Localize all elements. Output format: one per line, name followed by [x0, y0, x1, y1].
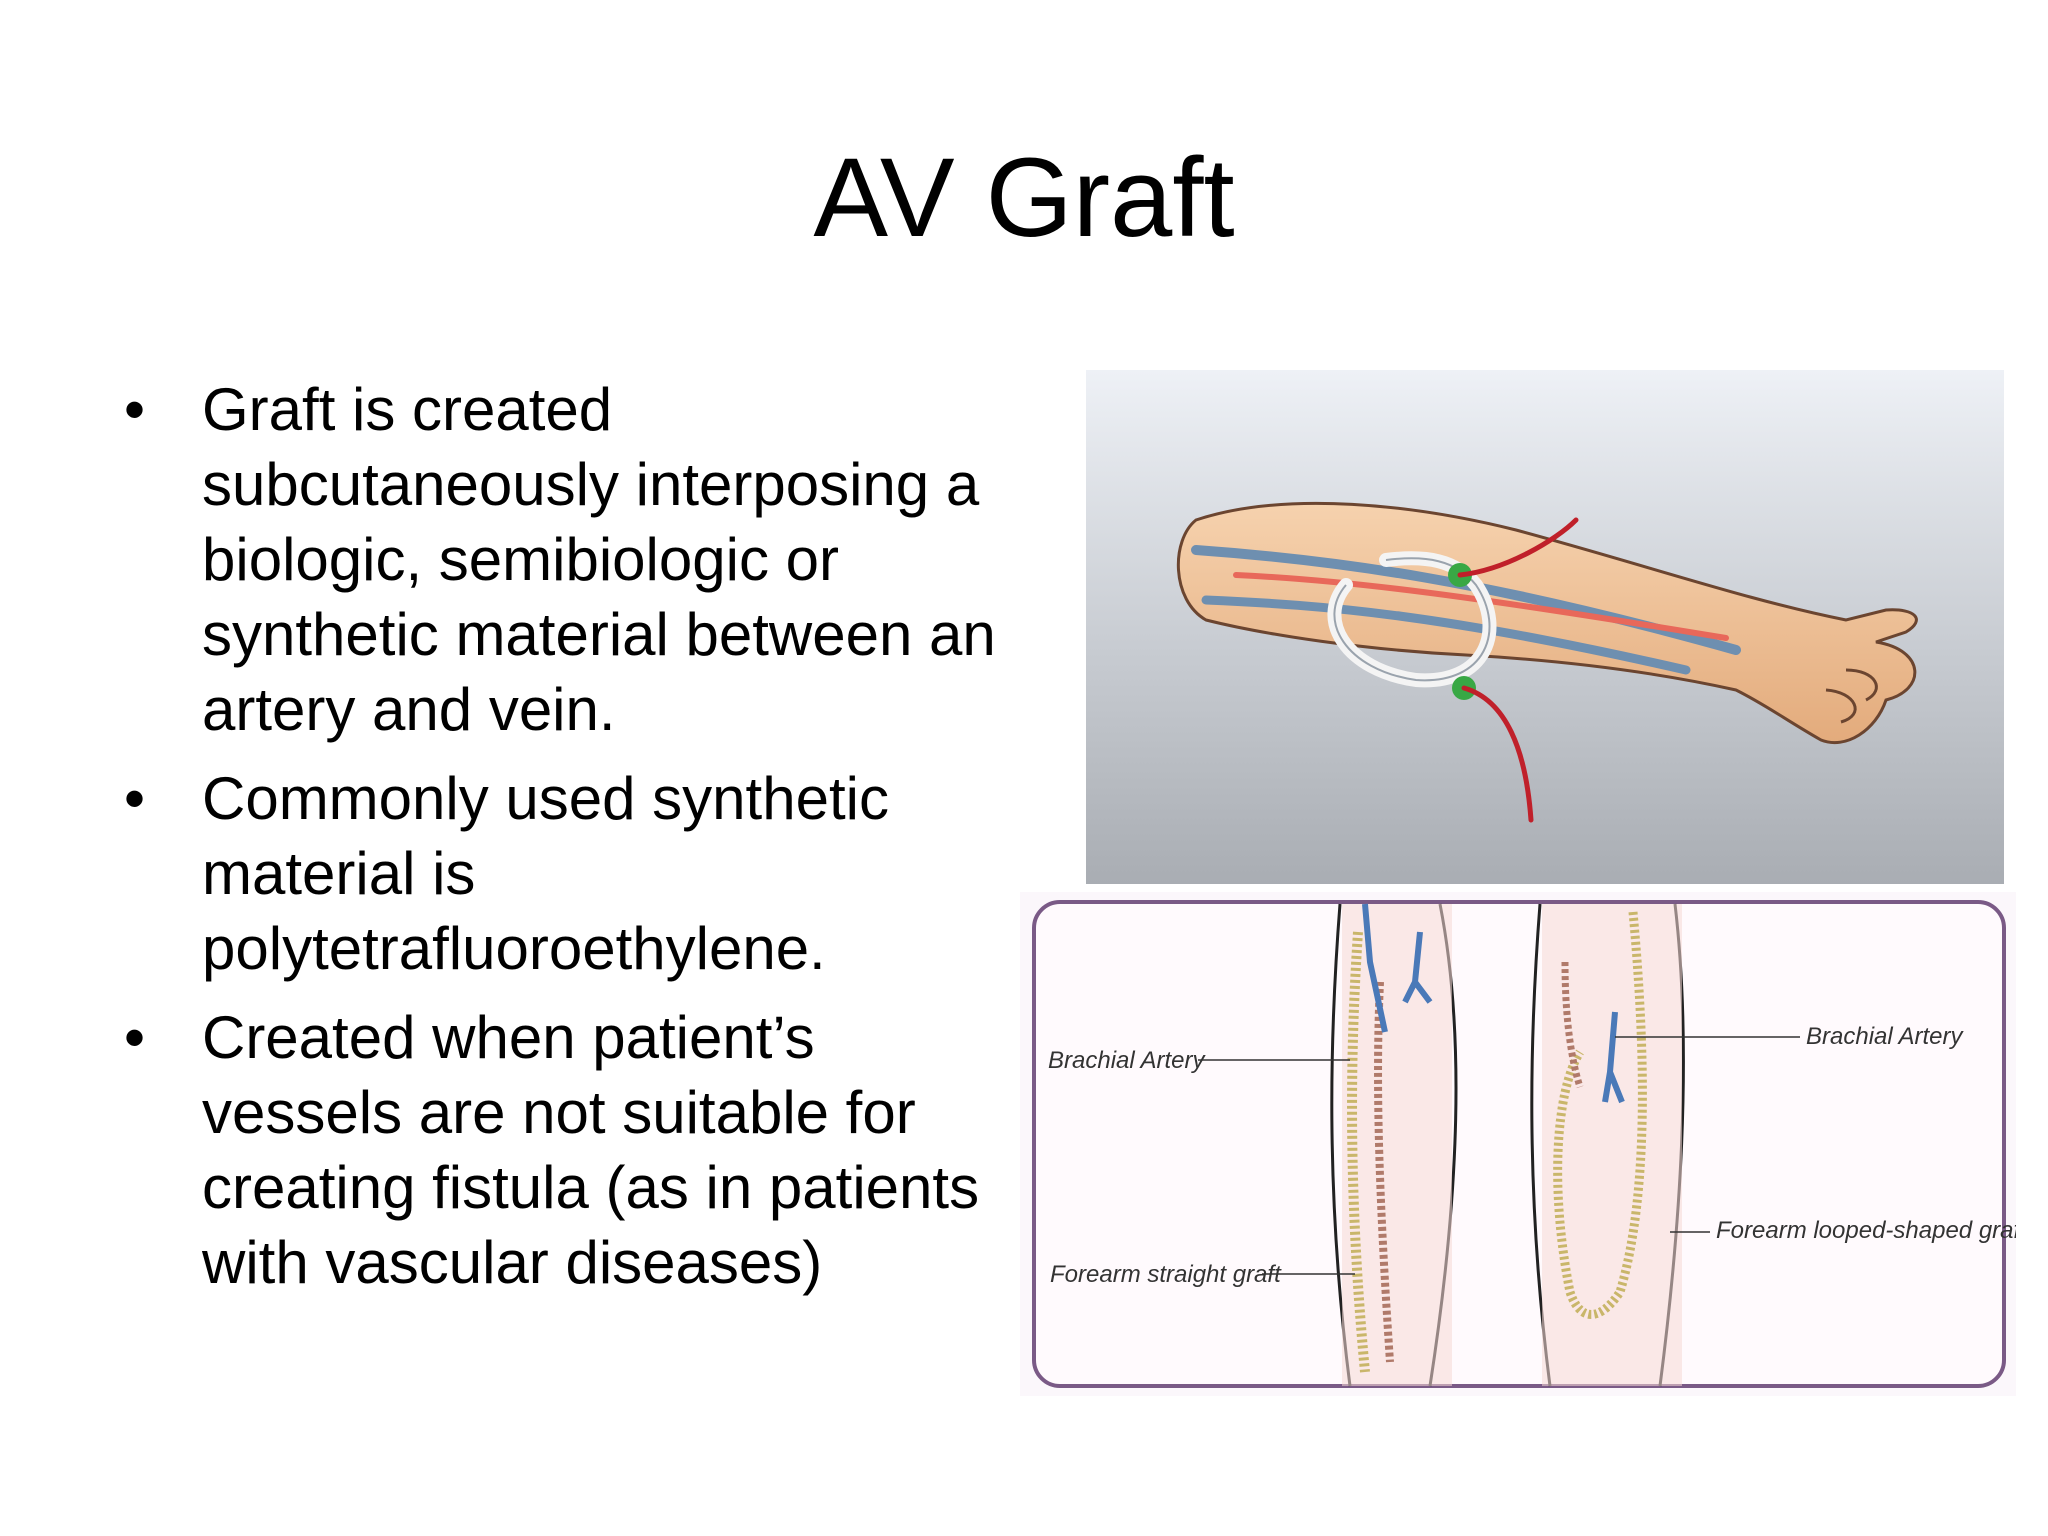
- bullet-text: Commonly used synthetic material is poly…: [202, 765, 889, 982]
- bullet-item: • Graft is created subcutaneously interpo…: [120, 372, 1000, 747]
- bullet-item: • Commonly used synthetic material is pol…: [120, 761, 1000, 986]
- forearm-graft-diagram: Brachial Artery Forearm straight graft B…: [1020, 892, 2016, 1396]
- bullet-text: Created when patient’s vessels are not s…: [202, 1004, 980, 1296]
- label-brachial-artery-right: Brachial Artery: [1806, 1023, 1964, 1050]
- label-forearm-straight-graft: Forearm straight graft: [1050, 1261, 1282, 1288]
- slide-title: AV Graft: [813, 135, 1235, 260]
- bullet-dot-icon: •: [124, 1004, 146, 1071]
- arm-graft-illustration: [1086, 370, 2004, 884]
- bullet-text: Graft is created subcutaneously interpos…: [202, 376, 996, 743]
- bullet-item: • Created when patient’s vessels are not …: [120, 1000, 1000, 1300]
- bullet-list: • Graft is created subcutaneously interpo…: [120, 372, 1000, 1314]
- label-forearm-looped-graft: Forearm looped-shaped graft: [1716, 1217, 2016, 1244]
- label-brachial-artery-left: Brachial Artery: [1048, 1047, 1206, 1074]
- bullet-dot-icon: •: [124, 376, 146, 443]
- bullet-dot-icon: •: [124, 765, 146, 832]
